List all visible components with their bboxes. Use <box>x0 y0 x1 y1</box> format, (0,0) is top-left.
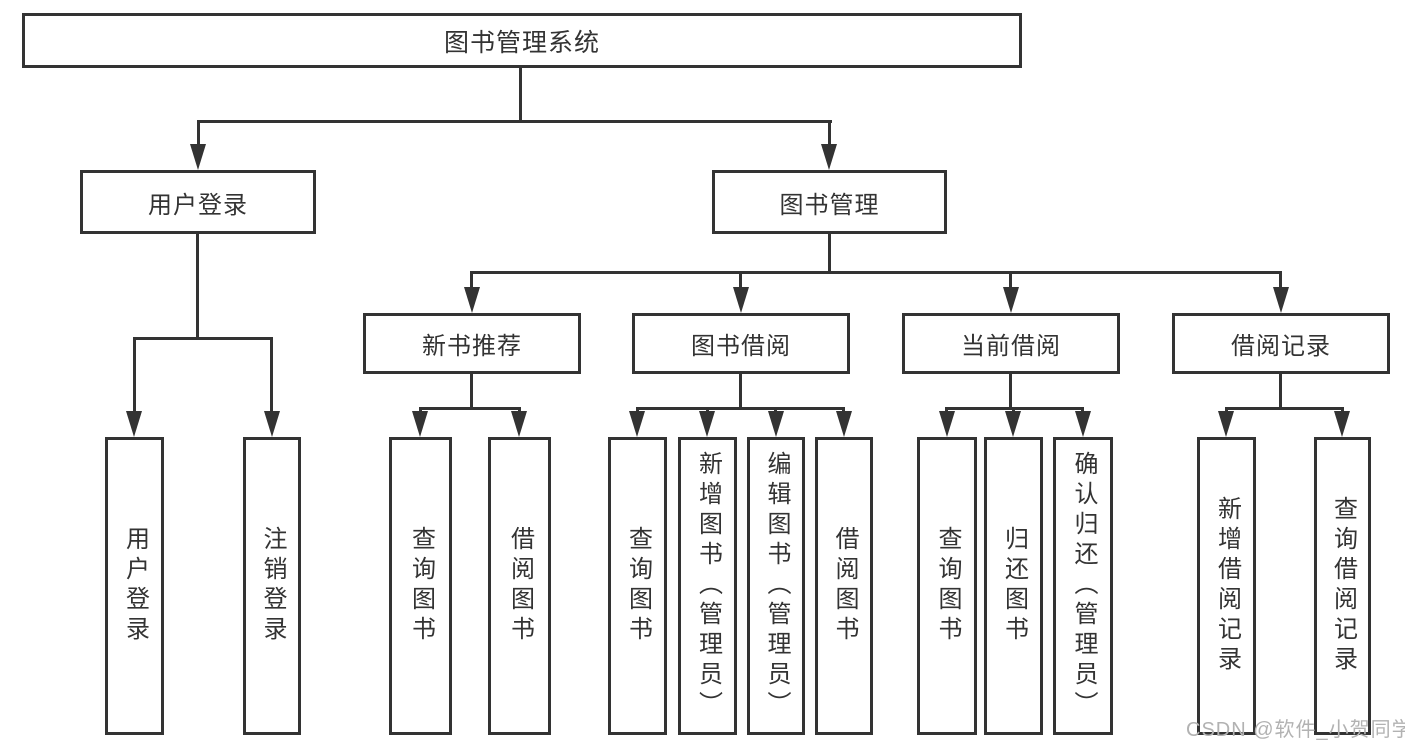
arrow-down-icon <box>699 411 715 437</box>
arrow-down-icon <box>1273 287 1289 313</box>
node-current-confirm-return-admin: 确认归还（管理员） <box>1053 437 1113 735</box>
node-label: 图书借阅 <box>691 333 791 360</box>
arrow-down-icon <box>190 144 206 170</box>
node-current-query-book: 查询图书 <box>917 437 977 735</box>
node-label: 归还图书 <box>1000 526 1028 646</box>
arrow-down-icon <box>733 287 749 313</box>
edge-line <box>1225 407 1344 410</box>
arrow-down-icon <box>1218 411 1234 437</box>
edge-line <box>133 337 136 413</box>
edge-line <box>196 234 199 339</box>
arrow-down-icon <box>412 411 428 437</box>
node-new-book-recommend: 新书推荐 <box>363 313 581 374</box>
edge-line <box>739 374 742 409</box>
arrow-down-icon <box>821 144 837 170</box>
node-library-management-system: 图书管理系统 <box>22 13 1022 68</box>
arrow-down-icon <box>511 411 527 437</box>
edge-line <box>828 234 831 273</box>
edge-line <box>270 337 273 413</box>
node-label: 新增借阅记录 <box>1213 496 1241 676</box>
arrow-down-icon <box>836 411 852 437</box>
edge-line <box>197 120 832 123</box>
edge-line <box>519 68 522 122</box>
node-label: 确认归还（管理员） <box>1070 451 1097 721</box>
node-user-login-leaf: 用户登录 <box>105 437 164 735</box>
node-label: 新书推荐 <box>422 333 522 360</box>
edge-line <box>470 271 473 289</box>
arrow-down-icon <box>768 411 784 437</box>
node-borrow-query-book: 查询图书 <box>608 437 667 735</box>
edge-line <box>1009 374 1012 409</box>
edge-line <box>1009 271 1012 289</box>
arrow-down-icon <box>1075 411 1091 437</box>
node-book-borrow: 图书借阅 <box>632 313 850 374</box>
edge-line <box>828 120 831 148</box>
node-label: 当前借阅 <box>961 333 1061 360</box>
node-recommend-query-book: 查询图书 <box>389 437 452 735</box>
edge-line <box>419 407 521 410</box>
node-recommend-borrow-book: 借阅图书 <box>488 437 551 735</box>
node-book-management: 图书管理 <box>712 170 947 234</box>
node-label: 查询借阅记录 <box>1329 496 1357 676</box>
node-current-return-book: 归还图书 <box>984 437 1043 735</box>
node-logout: 注销登录 <box>243 437 301 735</box>
node-label: 图书管理系统 <box>443 28 600 57</box>
arrow-down-icon <box>1003 287 1019 313</box>
node-label: 注销登录 <box>259 526 286 646</box>
arrow-down-icon <box>1005 411 1021 437</box>
node-label: 借阅记录 <box>1231 333 1331 360</box>
node-label: 借阅图书 <box>831 526 858 646</box>
edge-line <box>133 337 273 340</box>
edge-line <box>470 374 473 409</box>
node-label: 查询图书 <box>934 526 961 646</box>
edge-line <box>739 271 742 289</box>
node-label: 用户登录 <box>121 526 149 646</box>
edge-line <box>470 271 1282 274</box>
csdn-watermark: CSDN @软件_小贺同学 <box>1186 719 1405 741</box>
node-label: 新增图书（管理员） <box>694 451 722 721</box>
arrow-down-icon <box>126 411 142 437</box>
arrow-down-icon <box>1334 411 1350 437</box>
edge-line <box>636 407 845 410</box>
node-record-query: 查询借阅记录 <box>1314 437 1371 735</box>
arrow-down-icon <box>629 411 645 437</box>
node-label: 编辑图书（管理员） <box>763 451 790 721</box>
arrow-down-icon <box>464 287 480 313</box>
node-label: 查询图书 <box>407 526 435 646</box>
arrow-down-icon <box>264 411 280 437</box>
node-record-add: 新增借阅记录 <box>1197 437 1256 735</box>
node-borrow-edit-book-admin: 编辑图书（管理员） <box>747 437 805 735</box>
node-label: 用户登录 <box>148 191 248 219</box>
edge-line <box>1279 271 1282 289</box>
node-current-borrow: 当前借阅 <box>902 313 1120 374</box>
edge-line <box>1279 374 1282 409</box>
node-label: 查询图书 <box>624 526 652 646</box>
node-label: 图书管理 <box>779 191 880 219</box>
node-borrow-borrow-book: 借阅图书 <box>815 437 873 735</box>
node-user-login: 用户登录 <box>80 170 316 234</box>
node-borrow-add-book-admin: 新增图书（管理员） <box>678 437 737 735</box>
node-borrow-record: 借阅记录 <box>1172 313 1390 374</box>
arrow-down-icon <box>939 411 955 437</box>
node-label: 借阅图书 <box>506 526 534 646</box>
edge-line <box>197 120 200 148</box>
